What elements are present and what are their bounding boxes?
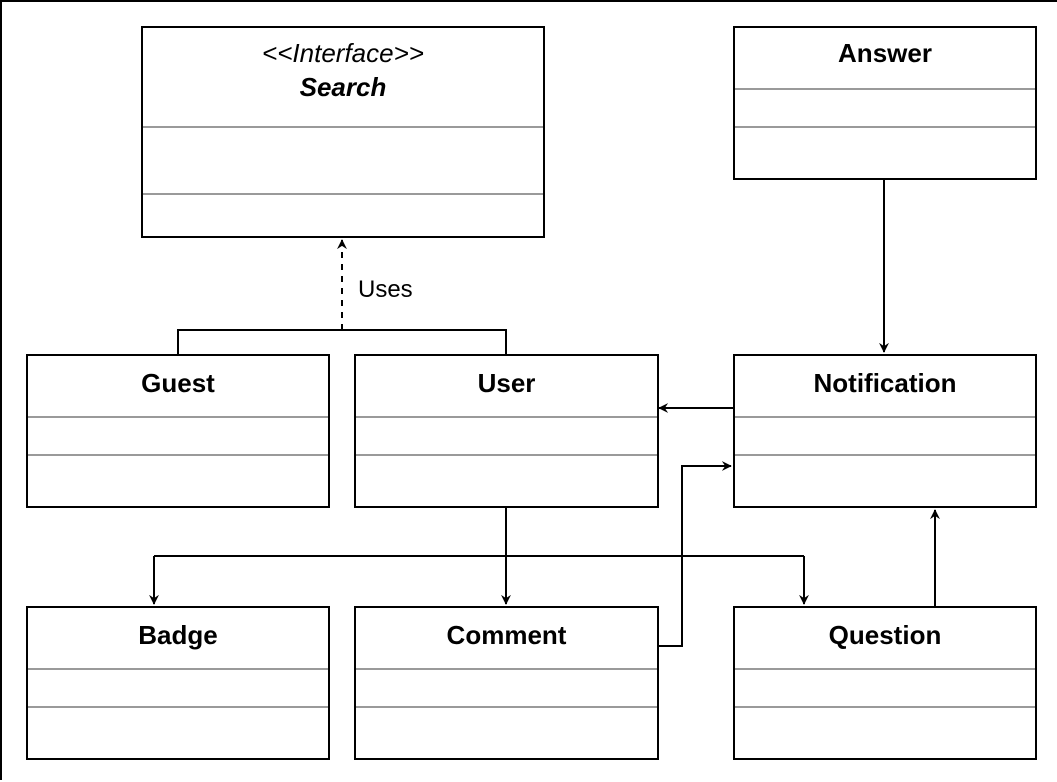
methods-separator xyxy=(28,706,328,708)
methods-separator xyxy=(356,706,657,708)
comment-to-notification-arrow xyxy=(659,461,732,647)
attributes-separator xyxy=(143,126,543,128)
answer-class-box[interactable]: Answer xyxy=(733,26,1037,180)
attributes-separator xyxy=(28,668,328,670)
class-name: Comment xyxy=(446,620,567,650)
class-name: Notification xyxy=(813,368,957,398)
interface-stereotype: <<Interface>> xyxy=(262,38,424,68)
class-name: Badge xyxy=(138,620,218,650)
attributes-separator xyxy=(735,416,1035,418)
question-class-box[interactable]: Question xyxy=(733,606,1037,760)
badge-class-box[interactable]: Badge xyxy=(26,606,330,760)
methods-separator xyxy=(143,193,543,195)
attributes-separator xyxy=(356,668,657,670)
comment-class-box[interactable]: Comment xyxy=(354,606,659,760)
methods-separator xyxy=(735,706,1035,708)
methods-separator xyxy=(356,454,657,456)
attributes-separator xyxy=(28,416,328,418)
uses-connector xyxy=(177,329,507,354)
class-name: Guest xyxy=(141,368,215,398)
methods-separator xyxy=(28,454,328,456)
methods-separator xyxy=(735,126,1035,128)
uses-label: Uses xyxy=(358,276,413,303)
class-name: User xyxy=(477,368,536,398)
interface-name: Search xyxy=(299,72,387,102)
methods-separator xyxy=(735,454,1035,456)
notification-class-box[interactable]: Notification xyxy=(733,354,1037,508)
search-interface-box[interactable]: <<Interface>> Search xyxy=(141,26,545,238)
guest-class-box[interactable]: Guest xyxy=(26,354,330,508)
user-class-box[interactable]: User xyxy=(354,354,659,508)
attributes-separator xyxy=(735,88,1035,90)
class-name: Question xyxy=(828,620,942,650)
attributes-separator xyxy=(735,668,1035,670)
class-name: Answer xyxy=(838,38,932,68)
attributes-separator xyxy=(356,416,657,418)
